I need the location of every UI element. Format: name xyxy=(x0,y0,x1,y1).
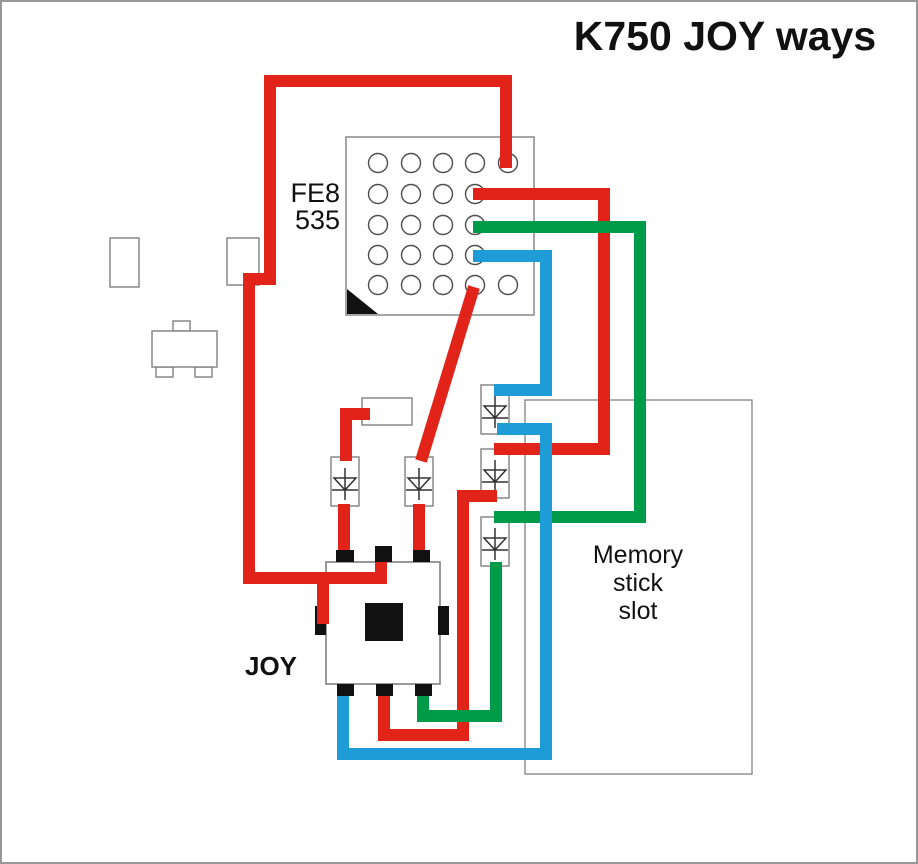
bga-ball xyxy=(432,244,454,266)
esd-diode-1 xyxy=(330,456,360,507)
bga-ball xyxy=(367,214,389,236)
bga-ball xyxy=(400,274,422,296)
repair-wires xyxy=(243,75,646,760)
green-trace-diodeC-to-joy xyxy=(417,562,502,722)
red-trace-diode1-top xyxy=(340,408,370,461)
memory-slot-label: Memory stick slot xyxy=(592,541,684,625)
esd-diode-2 xyxy=(404,456,434,507)
joystick-bottom-pin1 xyxy=(337,684,354,696)
diode-symbol xyxy=(406,468,432,500)
blue-trace-diodeA-to-joy xyxy=(337,423,552,760)
diagram-title: K750 JOY ways xyxy=(573,13,877,59)
joystick-top-pin3 xyxy=(413,550,430,562)
diode-symbol xyxy=(482,528,508,560)
bga-ball xyxy=(432,183,454,205)
joystick-center-pad xyxy=(365,603,403,641)
joystick-solder-pins xyxy=(336,546,432,696)
red-trace-diodeB-to-joy xyxy=(378,490,497,741)
bga-ball xyxy=(400,214,422,236)
bga-ball xyxy=(400,244,422,266)
bga-ball xyxy=(400,183,422,205)
bga-ball xyxy=(367,244,389,266)
joystick-label: JOY xyxy=(245,651,298,681)
pin1-corner-marker xyxy=(347,289,378,314)
bga-ball xyxy=(432,214,454,236)
joystick-top-pin1 xyxy=(336,550,354,562)
bga-ball xyxy=(497,274,519,296)
bga-ball xyxy=(367,183,389,205)
transistor-outline xyxy=(151,320,218,378)
joystick-bottom-pin2 xyxy=(376,684,393,696)
joystick-top-pin2 xyxy=(375,546,392,562)
red-trace-diagonal xyxy=(415,285,480,463)
diode-symbol xyxy=(332,468,358,500)
bga-ball xyxy=(367,152,389,174)
red-trace-main-loop xyxy=(243,75,512,584)
diode-symbol xyxy=(482,460,508,492)
diode-symbol xyxy=(482,396,508,428)
bga-ball xyxy=(432,152,454,174)
blue-trace-chip-to-diodeA xyxy=(473,250,552,396)
bga-ball xyxy=(464,152,486,174)
bga-ball xyxy=(432,274,454,296)
bga-ball xyxy=(400,152,422,174)
bga-ball xyxy=(367,274,389,296)
joystick-right-pin xyxy=(438,606,449,635)
passive-component-left xyxy=(109,237,140,288)
esd-diode-5 xyxy=(480,516,510,567)
chip-label: FE8 535 xyxy=(290,178,340,235)
green-trace-chip-to-diodeC xyxy=(473,221,646,523)
joystick-bottom-pin3 xyxy=(415,684,432,696)
